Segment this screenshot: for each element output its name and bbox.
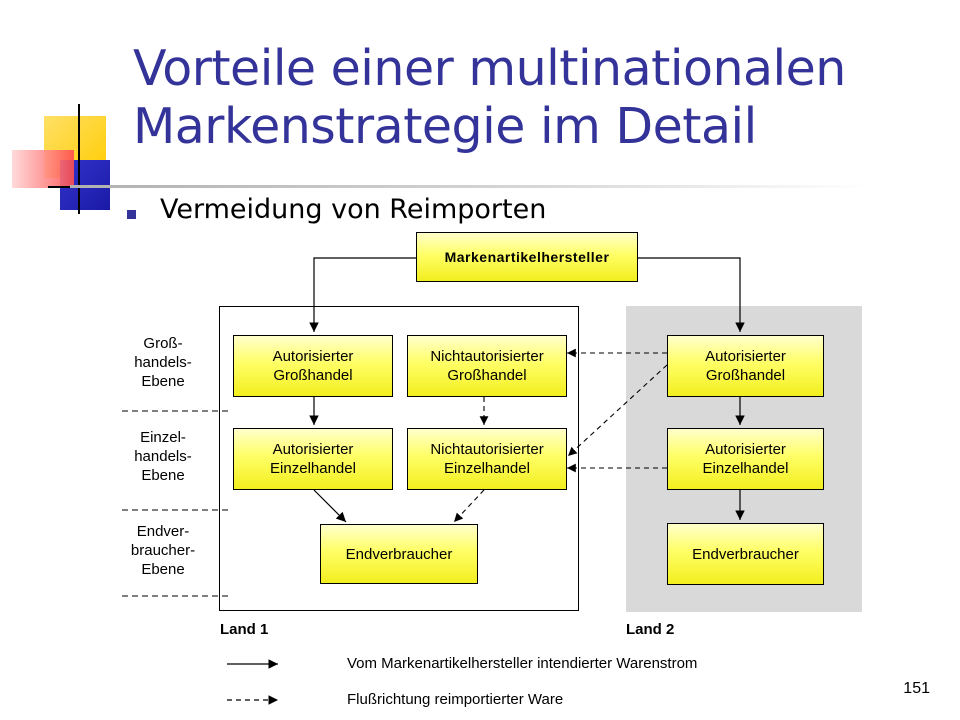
land1-consumer-box: Endverbraucher <box>320 524 478 584</box>
land1-unauth-wholesale-label: Nichtautorisierter Großhandel <box>430 348 544 384</box>
bullet-text: Vermeidung von Reimporten <box>160 194 547 225</box>
land1-region <box>219 306 579 611</box>
level-label-retail: Einzel- handels- Ebene <box>134 429 192 484</box>
legend-dashed-text: Flußrichtung reimportierter Ware <box>347 691 564 708</box>
land2-auth-retail-label: Autorisierter Einzelhandel <box>702 441 789 477</box>
land1-auth-wholesale-label: Autorisierter Großhandel <box>272 348 354 384</box>
land2-auth-retail-box: Autorisierter Einzelhandel <box>667 428 824 490</box>
legend-solid-text: Vom Markenartikelhersteller intendierter… <box>347 655 698 672</box>
manufacturer-box: Markenartikelhersteller <box>416 232 638 282</box>
land1-auth-retail-box: Autorisierter Einzelhandel <box>233 428 393 490</box>
title-line-2: Markenstrategie im Detail <box>133 98 757 155</box>
decor-vertical-line <box>78 104 80 214</box>
manufacturer-label: Markenartikelhersteller <box>444 248 610 265</box>
title-divider <box>70 185 870 188</box>
land1-unauth-retail-box: Nichtautorisierter Einzelhandel <box>407 428 567 490</box>
arrow-manufacturer-to-land2 <box>638 257 745 332</box>
slide-title: Vorteile einer multinationalen Markenstr… <box>133 40 933 156</box>
land1-consumer-label: Endverbraucher <box>345 545 453 563</box>
land1-auth-retail-label: Autorisierter Einzelhandel <box>270 441 356 477</box>
land1-unauth-wholesale-box: Nichtautorisierter Großhandel <box>407 335 567 397</box>
arrow-reimport-wholesale-to-retail <box>567 364 668 457</box>
land2-consumer-box: Endverbraucher <box>667 523 824 585</box>
arrow-land1-retail-to-consumer <box>313 489 347 523</box>
title-line-1: Vorteile einer multinationalen <box>133 40 846 97</box>
arrow-unauth-retail-to-consumer <box>453 489 485 523</box>
land1-auth-wholesale-box: Autorisierter Großhandel <box>233 335 393 397</box>
arrow-manufacturer-to-land1 <box>309 257 416 332</box>
bullet-icon <box>127 210 136 219</box>
land1-label: Land 1 <box>220 621 269 638</box>
land2-consumer-label: Endverbraucher <box>692 545 799 563</box>
land2-label: Land 2 <box>626 621 675 638</box>
decor-red-square <box>12 150 74 188</box>
land2-auth-wholesale-box: Autorisierter Großhandel <box>667 335 824 397</box>
land2-auth-wholesale-label: Autorisierter Großhandel <box>705 348 786 384</box>
level-label-wholesale: Groß- handels- Ebene <box>134 335 192 390</box>
page-number: 151 <box>903 680 930 697</box>
land1-unauth-retail-label: Nichtautorisierter Einzelhandel <box>430 441 544 477</box>
level-label-consumer: Endver- braucher- Ebene <box>130 523 196 578</box>
